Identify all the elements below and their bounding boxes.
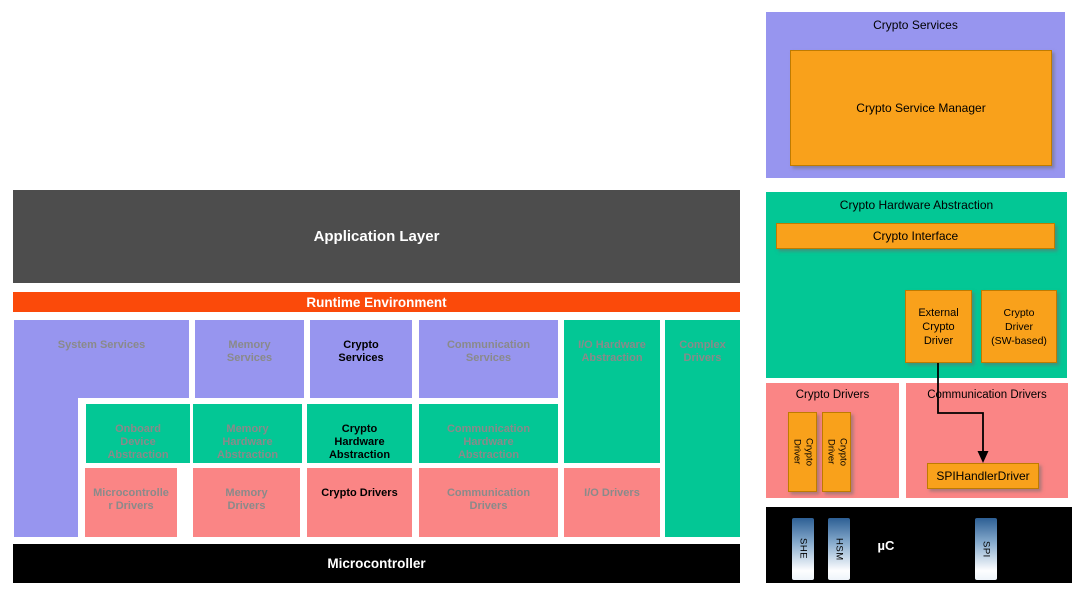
crypto-hardware-abstraction-label: Crypto Hardware Abstraction	[328, 423, 391, 461]
hsm-label: HSM	[833, 537, 845, 561]
crypto-services-block: Crypto Services	[310, 320, 412, 398]
communication-drivers-panel-title: Communication Drivers	[927, 389, 1047, 401]
microcontroller-label: Microcontroller	[327, 556, 426, 571]
uc-label: µC	[877, 538, 895, 553]
microcontroller-drivers-block: Microcontrolle r Drivers	[85, 468, 177, 537]
crypto-service-manager-box: Crypto Service Manager	[790, 50, 1052, 166]
crypto-services-panel-title: Crypto Services	[873, 18, 958, 32]
crypto-services-label: Crypto Services	[338, 339, 384, 364]
memory-drivers-label: Memory Drivers	[225, 487, 268, 512]
spi-handler-driver-label: SPIHandlerDriver	[936, 469, 1030, 483]
communication-hardware-abstraction-label: Communication Hardware Abstraction	[446, 423, 531, 461]
communication-hardware-abstraction-block: Communication Hardware Abstraction	[419, 404, 558, 463]
communication-drivers-block: Communication Drivers	[419, 468, 558, 537]
crypto-interface-label: Crypto Interface	[872, 229, 959, 243]
application-layer-label: Application Layer	[313, 228, 440, 245]
she-label: SHE	[797, 538, 809, 560]
crypto-drivers-panel-title: Crypto Drivers	[795, 389, 870, 401]
crypto-drivers-label: Crypto Drivers	[321, 487, 398, 499]
crypto-driver-vertical-label-2: Crypto Driver	[825, 438, 849, 466]
io-hardware-abstraction-block: I/O Hardware Abstraction	[564, 320, 660, 463]
crypto-hardware-abstraction-panel-title: Crypto Hardware Abstraction	[839, 198, 994, 212]
communication-services-label: Communication Services	[446, 339, 531, 364]
memory-services-block: Memory Services	[195, 320, 304, 398]
she-chip: SHE	[792, 518, 814, 580]
onboard-device-abstraction-block: Onboard Device Abstraction	[86, 404, 190, 463]
crypto-driver-vertical-box-2: Crypto Driver	[822, 412, 851, 492]
spi-label: SPI	[980, 540, 992, 558]
uc-panel: SHE HSM µC SPI	[766, 507, 1072, 583]
memory-hardware-abstraction-label: Memory Hardware Abstraction	[216, 423, 279, 461]
system-services-label: System Services	[57, 339, 146, 351]
io-hardware-abstraction-label: I/O Hardware Abstraction	[578, 339, 646, 364]
communication-services-block: Communication Services	[419, 320, 558, 398]
memory-services-label: Memory Services	[226, 339, 273, 364]
io-drivers-label: I/O Drivers	[584, 487, 640, 499]
system-services-block: System Services	[14, 320, 189, 398]
microcontroller-drivers-label: Microcontrolle r Drivers	[93, 487, 169, 512]
microcontroller-block: Microcontroller	[13, 544, 740, 583]
io-drivers-block: I/O Drivers	[564, 468, 660, 537]
crypto-interface-box: Crypto Interface	[776, 223, 1055, 249]
crypto-hardware-abstraction-block: Crypto Hardware Abstraction	[307, 404, 412, 463]
communication-drivers-label: Communication Drivers	[446, 487, 531, 512]
hsm-chip: HSM	[828, 518, 850, 580]
application-layer-block: Application Layer	[13, 190, 740, 283]
crypto-service-manager-label: Crypto Service Manager	[856, 101, 986, 115]
crypto-driver-sw-based-label: Crypto Driver (SW-based)	[991, 306, 1047, 347]
spi-chip: SPI	[975, 518, 997, 580]
memory-drivers-block: Memory Drivers	[193, 468, 300, 537]
crypto-driver-vertical-label-1: Crypto Driver	[791, 438, 815, 466]
complex-drivers-label: Complex Drivers	[679, 339, 726, 364]
external-crypto-driver-label: External Crypto Driver	[918, 306, 959, 347]
spi-handler-driver-box: SPIHandlerDriver	[927, 463, 1039, 489]
runtime-environment-label: Runtime Environment	[306, 294, 447, 310]
memory-hardware-abstraction-block: Memory Hardware Abstraction	[193, 404, 302, 463]
crypto-driver-vertical-box-1: Crypto Driver	[788, 412, 817, 492]
onboard-device-abstraction-label: Onboard Device Abstraction	[107, 423, 169, 461]
crypto-driver-sw-based-box: Crypto Driver (SW-based)	[981, 290, 1057, 363]
crypto-drivers-block: Crypto Drivers	[307, 468, 412, 537]
runtime-environment-block: Runtime Environment	[13, 292, 740, 312]
external-crypto-driver-box: External Crypto Driver	[905, 290, 972, 363]
complex-drivers-block: Complex Drivers	[665, 320, 740, 537]
